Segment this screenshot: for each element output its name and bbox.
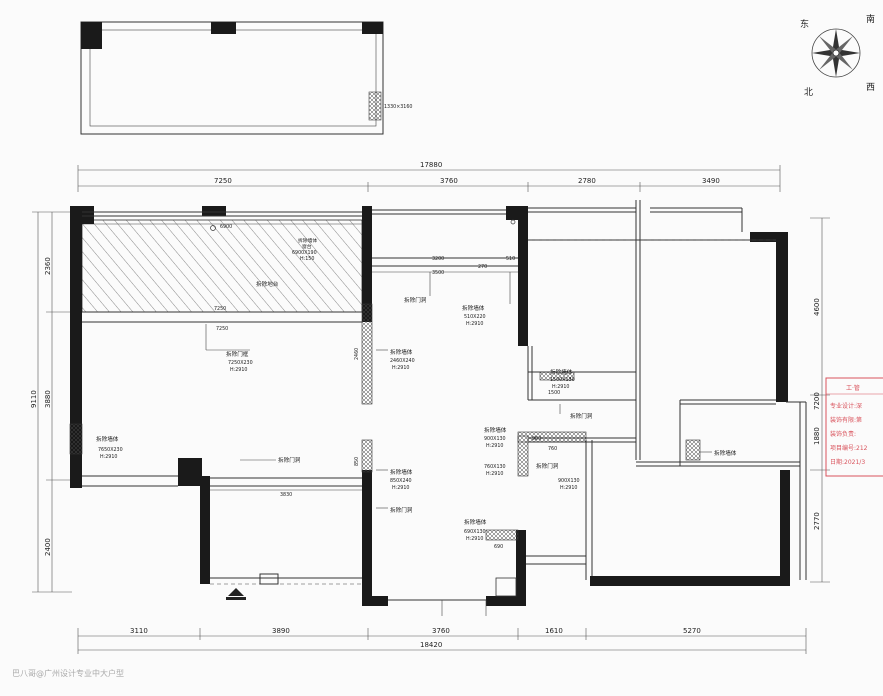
compass: 东 南 北 西 bbox=[800, 13, 875, 98]
compass-north: 北 bbox=[804, 87, 813, 98]
note-wall-900-2: 900X130 bbox=[484, 436, 506, 442]
note-wall-900b-2: H:2910 bbox=[560, 485, 577, 491]
stamp-title: 工·管 bbox=[846, 384, 860, 392]
note-hatch-top-3: 6900X190 bbox=[292, 250, 317, 256]
note-wall-900b-1: 900X130 bbox=[558, 478, 580, 484]
note-wall-left-mid-2: 7650X230 bbox=[98, 447, 123, 453]
dim-bottom-seg-4: 1610 bbox=[545, 627, 563, 635]
note-door-left-lower: 拆除门洞 bbox=[278, 456, 301, 464]
dim-270: 270 bbox=[478, 264, 487, 270]
dims-top: 17880 7250 3760 2780 3490 bbox=[77, 161, 781, 192]
compass-west: 西 bbox=[866, 82, 875, 93]
dim-3830: 3830 bbox=[280, 492, 292, 498]
note-hatch-center: 拆除地台 bbox=[256, 280, 279, 288]
dim-top-total: 17880 bbox=[420, 161, 442, 169]
dim-1500: 1500 bbox=[548, 390, 560, 396]
dim-850: 850 bbox=[354, 457, 360, 466]
note-door-mid-right: 拆除门洞 bbox=[536, 462, 559, 470]
dim-right-mid-2: 1880 bbox=[813, 427, 821, 445]
main-plan bbox=[69, 200, 807, 616]
approval-stamp: 工·管 专业设计:深 装饰有限:第 装饰负责: 项目编号:212 日期:2021… bbox=[825, 377, 883, 477]
dim-top-seg-1: 7250 bbox=[214, 177, 232, 185]
stamp-line-3: 装饰负责: bbox=[830, 430, 856, 438]
dim-bottom-seg-2: 3890 bbox=[272, 627, 290, 635]
note-door-center-top: 拆除门洞 bbox=[404, 296, 427, 304]
note-door-left-2: 7250X230 bbox=[228, 360, 253, 366]
dim-left-seg-1: 2360 bbox=[44, 257, 52, 275]
note-door-left-1: 拆除门框 bbox=[226, 350, 249, 358]
note-hatch-top-2: 窗台 bbox=[302, 243, 312, 250]
dim-760: 760 bbox=[548, 446, 557, 452]
note-wall-left-mid-3: H:2910 bbox=[100, 454, 117, 460]
note-wall-center-top-2: 510X220 bbox=[464, 314, 486, 320]
note-wall-center-top-1: 拆除墙体 bbox=[462, 304, 485, 312]
dim-3200: 3200 bbox=[432, 256, 444, 262]
dim-top-seg-3: 2780 bbox=[578, 177, 596, 185]
note-wall-1500-2: 1500X130 bbox=[550, 377, 575, 383]
annotations: 拆除地台 拆除墙体 窗台 6900X190 H:150 6900 7250 72… bbox=[96, 224, 737, 550]
note-hatch-width-bottom2: 7250 bbox=[216, 326, 228, 332]
stamp-line-2: 装饰有限:第 bbox=[830, 416, 862, 424]
note-wall-760-2: H:2910 bbox=[486, 471, 503, 477]
note-wall-center-top-3: H:2910 bbox=[466, 321, 483, 327]
note-wall-left-mid-1: 拆除墙体 bbox=[96, 435, 119, 443]
note-hatch-width-bottom: 7250 bbox=[214, 306, 226, 312]
note-door-left-3: H:2910 bbox=[230, 367, 247, 373]
dim-690: 690 bbox=[494, 544, 503, 550]
note-wall-1500-1: 拆除墙体 bbox=[550, 368, 573, 376]
note-wall-900-1: 拆除墙体 bbox=[484, 426, 507, 434]
balcony-dim-label: 1330×3160 bbox=[384, 104, 412, 110]
dims-left: 9110 2360 3880 2400 bbox=[30, 211, 72, 593]
dims-right: 4600 7200 1880 2770 bbox=[810, 217, 830, 583]
dim-right-bottom: 2770 bbox=[813, 512, 821, 530]
note-wall-center-3: H:2910 bbox=[392, 365, 409, 371]
note-wall-900-3: H:2910 bbox=[486, 443, 503, 449]
dim-right-mid-1: 7200 bbox=[813, 392, 821, 410]
note-wall-center-lower-3: H:2910 bbox=[392, 485, 409, 491]
note-wall-right: 拆除墙体 bbox=[714, 449, 737, 457]
dim-2460: 2460 bbox=[354, 348, 360, 360]
dim-bottom-seg-1: 3110 bbox=[130, 627, 148, 635]
balcony-plan: 1330×3160 bbox=[80, 21, 412, 135]
note-door-center-lower: 拆除门洞 bbox=[390, 506, 413, 514]
stamp-line-1: 专业设计:深 bbox=[830, 402, 862, 410]
note-hatch-top-1: 拆除墙体 bbox=[298, 237, 317, 244]
watermark: 巴八哥@广州设计专业中大户型 bbox=[12, 668, 124, 678]
dim-bottom-total: 18420 bbox=[420, 641, 442, 649]
note-hatch-top-4: H:150 bbox=[300, 256, 314, 262]
dim-bottom-seg-5: 5270 bbox=[683, 627, 701, 635]
note-wall-1500-3: H:2910 bbox=[552, 384, 569, 390]
dim-left-seg-3: 2400 bbox=[44, 538, 52, 556]
note-wall-center-1: 拆除墙体 bbox=[390, 348, 413, 356]
dim-900: 900 bbox=[532, 436, 541, 442]
stamp-line-5: 日期:2021/3 bbox=[830, 458, 865, 466]
dim-right-top: 4600 bbox=[813, 298, 821, 316]
compass-south: 南 bbox=[866, 13, 875, 25]
compass-east: 东 bbox=[800, 18, 809, 30]
dim-510: 510 bbox=[506, 256, 515, 262]
dim-left-seg-2: 3880 bbox=[44, 390, 52, 408]
dims-bottom: 3110 3890 3760 1610 5270 18420 bbox=[77, 627, 807, 654]
note-wall-760-1: 760X130 bbox=[484, 464, 506, 470]
note-wall-690-2: 690X130 bbox=[464, 529, 486, 535]
note-wall-center-lower-2: 850X240 bbox=[390, 478, 412, 484]
note-wall-center-lower-1: 拆除墙体 bbox=[390, 468, 413, 476]
dim-3500: 3500 bbox=[432, 270, 444, 276]
note-wall-center-2: 2460X240 bbox=[390, 358, 415, 364]
dim-top-seg-2: 3760 bbox=[440, 177, 458, 185]
dim-left-total: 9110 bbox=[30, 390, 38, 408]
dim-bottom-seg-3: 3760 bbox=[432, 627, 450, 635]
dim-top-seg-4: 3490 bbox=[702, 177, 720, 185]
stamp-line-4: 项目编号:212 bbox=[830, 444, 868, 452]
note-wall-690-1: 拆除墙体 bbox=[464, 518, 487, 526]
note-wall-690-3: H:2910 bbox=[466, 536, 483, 542]
note-hatch-width-top: 6900 bbox=[220, 224, 232, 230]
note-door-right-room: 拆除门洞 bbox=[570, 412, 593, 420]
